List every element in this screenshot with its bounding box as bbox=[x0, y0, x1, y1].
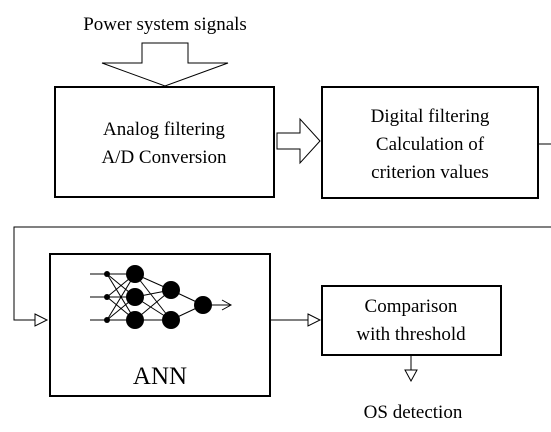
input-signals-label: Power system signals bbox=[83, 14, 247, 35]
ann-to-comparison-arrowhead bbox=[307, 313, 322, 327]
analog-filtering-text: Analog filtering bbox=[103, 119, 225, 140]
comparison-text: Comparison bbox=[365, 296, 458, 317]
os-detection-label: OS detection bbox=[364, 402, 463, 423]
comparison-box bbox=[321, 285, 502, 356]
ann-box bbox=[49, 253, 271, 397]
output-arrowhead bbox=[404, 369, 418, 383]
digital-filtering-box bbox=[321, 86, 539, 199]
criterion-values-text: criterion values bbox=[371, 162, 489, 183]
with-threshold-text: with threshold bbox=[356, 324, 466, 345]
ann-text: ANN bbox=[133, 363, 187, 390]
return-connector-line bbox=[13, 226, 551, 321]
input-arrow bbox=[101, 42, 229, 87]
ad-conversion-text: A/D Conversion bbox=[101, 147, 227, 168]
calculation-of-text: Calculation of bbox=[376, 134, 485, 155]
neural-network-icon bbox=[90, 265, 233, 329]
digital-filtering-text: Digital filtering bbox=[371, 106, 490, 127]
analog-to-digital-arrow bbox=[276, 117, 321, 165]
ann-input-arrowhead bbox=[34, 313, 49, 327]
analog-filtering-box bbox=[54, 86, 275, 198]
